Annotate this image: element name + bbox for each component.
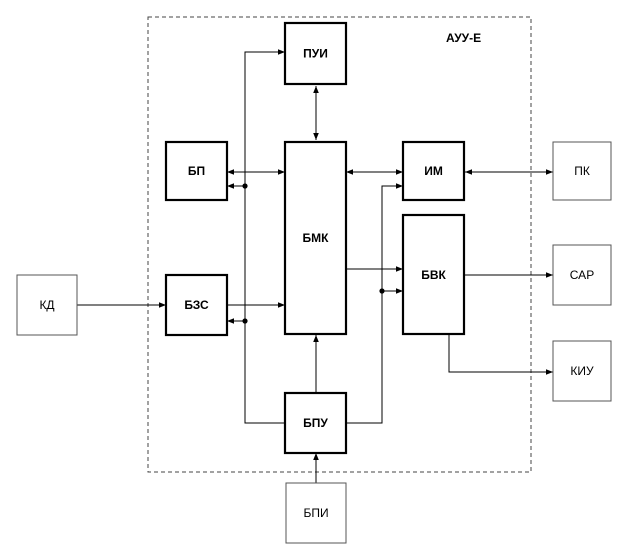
block-bpu: БПУ <box>283 391 348 455</box>
wire-bpu-im-bus <box>346 183 403 424</box>
junction-dot <box>379 288 385 294</box>
block-bzs: БЗС <box>164 273 229 337</box>
connections <box>77 49 553 483</box>
block-bpu-label: БПУ <box>303 416 328 430</box>
block-bp-label: БП <box>188 164 205 178</box>
block-sar: САР <box>552 244 612 306</box>
block-pui-label: ПУИ <box>303 47 328 61</box>
block-bpi-label: БПИ <box>303 506 328 520</box>
block-bvk: БВК <box>401 213 466 336</box>
junction-dot <box>242 183 248 189</box>
block-kd-label: КД <box>39 298 54 312</box>
wire-bpu-pui-bus <box>244 49 285 424</box>
block-bmk-label: БМК <box>303 231 330 245</box>
block-pui: ПУИ <box>283 21 348 86</box>
block-kd: КД <box>16 274 78 336</box>
block-kiu: КИУ <box>552 340 612 402</box>
block-sar-label: САР <box>570 268 594 282</box>
block-bvk-label: БВК <box>421 268 446 282</box>
system-boundary <box>147 16 532 473</box>
boundary-label: АУУ-Е <box>446 31 481 45</box>
block-im-label: ИМ <box>424 164 443 178</box>
block-bp: БП <box>164 140 229 202</box>
block-pk-label: ПК <box>574 164 590 178</box>
block-kiu-label: КИУ <box>570 364 594 378</box>
block-pk: ПК <box>552 141 612 201</box>
block-bpi: БПИ <box>285 482 347 544</box>
block-bmk: БМК <box>283 140 348 336</box>
wire-bvk-kiu <box>448 335 553 375</box>
block-im: ИМ <box>401 140 466 202</box>
block-bzs-label: БЗС <box>184 298 209 312</box>
junction-dot <box>242 318 248 324</box>
